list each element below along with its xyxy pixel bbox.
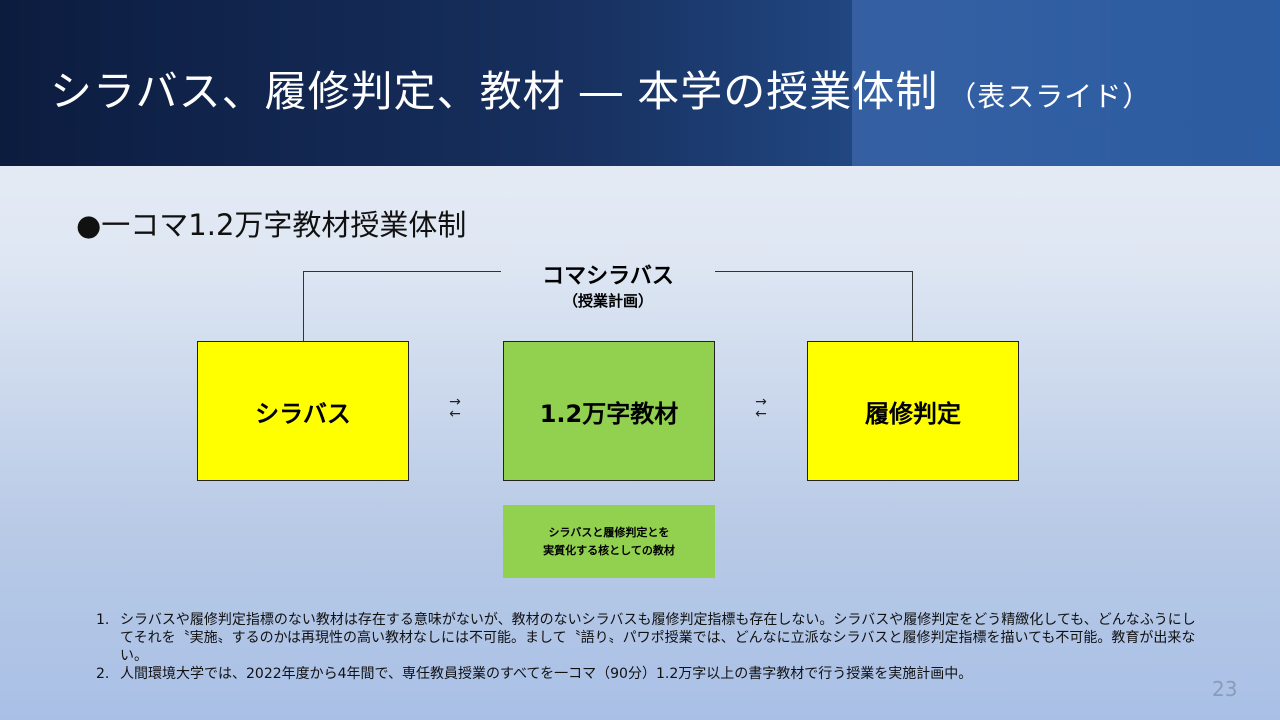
connector-left-vertical (303, 271, 304, 341)
list-item: 1. シラバスや履修判定指標のない教材は存在する意味がないが、教材のないシラバス… (96, 611, 1196, 665)
material-box-label: 1.2万字教材 (539, 399, 679, 428)
material-box: 1.2万字教材 (503, 341, 715, 481)
connector-left-horizontal (303, 271, 501, 272)
koma-syllabus-title: コマシラバス (542, 264, 674, 289)
list-item: 2. 人間環境大学では、2022年度から4年間で、専任教員授業のすべてを一コマ（… (96, 665, 1196, 683)
slide-title: シラバス、履修判定、教材 ― 本学の授業体制 （表スライド） (50, 58, 1151, 119)
syllabus-box-label: シラバス (255, 399, 351, 428)
connector-right-vertical (912, 271, 913, 341)
list-item-text: シラバスや履修判定指標のない教材は存在する意味がないが、教材のないシラバスも履修… (120, 612, 1196, 664)
arrow-left-icon: ← (755, 406, 767, 422)
bullet-heading: ●一コマ1.2万字教材授業体制 (76, 208, 467, 242)
judgment-box: 履修判定 (807, 341, 1019, 481)
list-item-number: 1. (96, 612, 110, 628)
connector-right-horizontal (715, 271, 913, 272)
list-item-text: 人間環境大学では、2022年度から4年間で、専任教員授業のすべてを一コマ（90分… (120, 666, 973, 682)
slide-header: シラバス、履修判定、教材 ― 本学の授業体制 （表スライド） (0, 0, 1280, 166)
exchange-arrows-left: → ← (443, 394, 467, 426)
slide-title-paren: （表スライド） (948, 80, 1152, 113)
material-note-line2: 実質化する核としての教材 (543, 543, 675, 557)
koma-syllabus-subtitle: （授業計画） (562, 292, 653, 310)
arrow-right-icon: → (755, 394, 767, 410)
list-item-number: 2. (96, 666, 110, 682)
material-note-box: シラバスと履修判定とを 実質化する核としての教材 (503, 505, 715, 578)
arrow-left-icon: ← (449, 406, 461, 422)
slide-title-main: シラバス、履修判定、教材 ― 本学の授業体制 (50, 67, 939, 116)
judgment-box-label: 履修判定 (865, 399, 961, 428)
arrow-right-icon: → (449, 394, 461, 410)
page-number: 23 (1212, 677, 1238, 701)
exchange-arrows-right: → ← (749, 394, 773, 426)
notes-list: 1. シラバスや履修判定指標のない教材は存在する意味がないが、教材のないシラバス… (96, 611, 1196, 683)
syllabus-box: シラバス (197, 341, 409, 481)
material-note-line1: シラバスと履修判定とを (548, 525, 670, 539)
